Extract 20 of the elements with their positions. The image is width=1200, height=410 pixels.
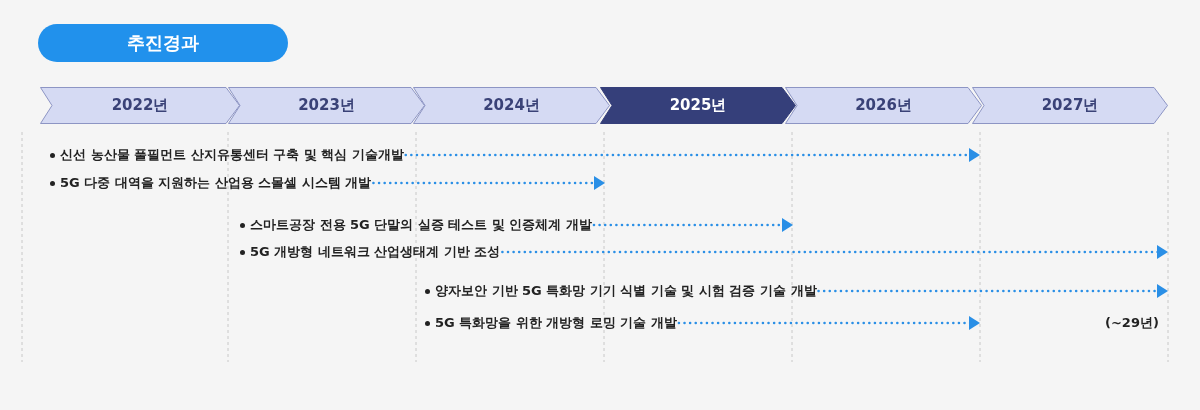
dotted-arrow <box>592 218 793 232</box>
task-text: 스마트공장 전용 5G 단말의 실증 테스트 및 인증체계 개발 <box>250 216 592 234</box>
dotted-arrow <box>372 176 605 190</box>
task-text: 신선 농산물 풀필먼트 산지유통센터 구축 및 핵심 기술개발 <box>60 146 404 164</box>
duration-note: (~29년) <box>1105 314 1159 332</box>
year-tab: 2026년 <box>785 87 982 124</box>
title-pill: 추진경과 <box>38 24 288 62</box>
dotted-arrow <box>817 284 1168 298</box>
year-tab: 2023년 <box>228 87 425 124</box>
year-tab: 2027년 <box>972 87 1168 124</box>
task-text: 양자보안 기반 5G 특화망 기기 식별 기술 및 시험 검증 기술 개발 <box>435 282 817 300</box>
dotted-arrow <box>677 316 980 330</box>
task-text: 5G 다중 대역을 지원하는 산업용 스몰셀 시스템 개발 <box>60 174 372 192</box>
year-tab: 2025년 <box>600 87 796 124</box>
year-tab: 2024년 <box>413 87 610 124</box>
year-tab: 2022년 <box>40 87 240 124</box>
task-text: 5G 특화망을 위한 개방형 로밍 기술 개발 <box>435 314 677 332</box>
dotted-arrow <box>404 148 980 162</box>
dotted-arrow <box>501 245 1168 259</box>
task-text: 5G 개방형 네트워크 산업생태계 기반 조성 <box>250 243 501 261</box>
